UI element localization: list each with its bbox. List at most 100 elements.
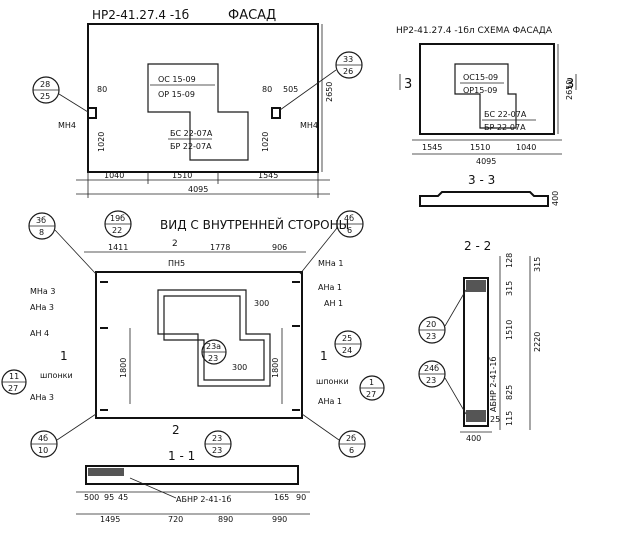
dim-small-1: 500 [84, 493, 99, 502]
scheme-panel-outline [419, 43, 555, 135]
callout-24b-bottom: 23 [426, 376, 436, 385]
callout-28-top: 28 [40, 80, 50, 89]
callout-1-bottom: 27 [366, 390, 376, 399]
dim-1020-right: 1020 [261, 132, 270, 152]
section-1-1-hatch [88, 468, 124, 476]
dim-505: 505 [283, 85, 298, 94]
callout-20-top: 20 [426, 320, 436, 329]
section-3-left: 3 [404, 77, 412, 92]
dim-80-right: 80 [262, 85, 272, 94]
dim-bottom-1: 1495 [100, 515, 120, 524]
dim-bottom-2: 720 [168, 515, 183, 524]
left-label-1: МНа 3 [30, 287, 55, 296]
scheme-mark-oc: ОС15-09 [463, 73, 498, 82]
facade-title: НР2-41.27.4 -1б [92, 8, 189, 22]
scheme-mark-br: БР 22-07А [484, 123, 526, 132]
callout-leader [56, 413, 97, 441]
dim-1800-right: 1800 [271, 358, 280, 378]
interior-dim-top-3: 906 [272, 243, 287, 252]
section-1-1-outline [85, 465, 299, 485]
section-1-1: 1 - 1 23 23 500 95 45 АБНР 2-41-1б 165 9… [76, 430, 310, 524]
facade-label: ФАСАД [228, 8, 276, 23]
right-label-4: шпонки [316, 377, 349, 386]
dim-bottom-1: 1040 [104, 171, 124, 180]
callout-24b-top: 24б [424, 364, 439, 373]
scheme-mark-op: ОР15-09 [463, 86, 497, 95]
section-2-2-top-hatch [466, 280, 486, 292]
right-label-3: АН 1 [324, 299, 343, 308]
left-label-4: шпонки [40, 371, 73, 380]
callout-23-bottom: 23 [212, 446, 222, 455]
facade-panel-outline [87, 23, 319, 173]
interior-opening-inner [163, 295, 265, 381]
dim-22-6: 825 [505, 385, 514, 400]
facade-scheme: НР2-41.27.4 -1бл СХЕМА ФАСАДА ОС15-09 ОР… [396, 26, 577, 207]
dim-bottom-2: 1510 [172, 171, 192, 180]
facade-mark-op: ОР 15-09 [158, 90, 195, 99]
anchor-left-label: МН4 [58, 121, 76, 130]
dim-small-2: 95 [104, 493, 114, 502]
callout-23-top: 23 [212, 434, 222, 443]
dim-80-left: 80 [97, 85, 107, 94]
section-mark-1-right: 1 [320, 349, 328, 363]
anchor-left-marker [87, 107, 97, 119]
scheme-dim-2: 1510 [470, 143, 490, 152]
section-2-2-outline [463, 277, 489, 427]
section-3-3-dim-400: 400 [551, 191, 560, 206]
dim-right-2: 90 [296, 493, 306, 502]
callout-leader [301, 413, 340, 441]
pn5-label: ПН5 [168, 259, 185, 268]
dim-height: 2650 [325, 82, 334, 102]
facade-view: НР2-41.27.4 -1б ФАСАД ОС 15-09 ОР 15-09 … [32, 8, 363, 198]
interior-panel-outline [95, 271, 303, 419]
section-2-2-dim-400: 400 [466, 434, 481, 443]
dim-1020-left: 1020 [97, 132, 106, 152]
section-mark-2: 2 [172, 239, 178, 249]
section-mark-1-left: 1 [60, 349, 68, 363]
callout-leader [299, 227, 338, 275]
abnr-leader [129, 477, 177, 499]
facade-mark-br: БР 22-07А [170, 142, 212, 151]
dim-bottom-4: 990 [272, 515, 287, 524]
dim-right-1: 165 [274, 493, 289, 502]
callout-23a-bottom: 23 [208, 354, 218, 363]
callout-3b-top: 3б [36, 216, 46, 225]
left-label-3: АН 4 [30, 329, 49, 338]
right-label-2: АНа 1 [318, 283, 342, 292]
callout-23a-top: 23а [206, 342, 221, 351]
callout-leader [444, 289, 467, 327]
section-mark-2-bottom: 2 [172, 423, 180, 437]
dim-22-2: 315 [533, 257, 542, 272]
callout-11-bottom: 27 [8, 384, 18, 393]
section-2-2-dim-25: 25 [490, 415, 500, 424]
callout-25-bottom: 24 [342, 346, 352, 355]
dim-1800-left: 1800 [119, 358, 128, 378]
callout-3b-bottom: 8 [39, 228, 44, 237]
section-2-2-abnr: АБНР 2-41-1б [489, 357, 498, 412]
left-label-2: АНа 3 [30, 303, 54, 312]
dim-300-a: 300 [254, 299, 269, 308]
scheme-opening [454, 63, 517, 129]
dim-22-3: 315 [505, 281, 514, 296]
scheme-dim-3: 1040 [516, 143, 536, 152]
interior-title: ВИД С ВНУТРЕННЕЙ СТОРОНЫ [160, 217, 349, 232]
right-label-1: МНа 1 [318, 259, 343, 268]
callout-2b-top: 2б [346, 434, 356, 443]
scheme-title: НР2-41.27.4 -1бл СХЕМА ФАСАДА [396, 26, 553, 36]
scheme-dim-1: 1545 [422, 143, 442, 152]
dim-300-b: 300 [232, 363, 247, 372]
interior-dim-top-2: 1778 [210, 243, 230, 252]
callout-4b2-bottom: 10 [38, 446, 48, 455]
section-3-3-profile [419, 191, 549, 207]
interior-view: ВИД С ВНУТРЕННЕЙ СТОРОНЫ 1411 1778 906 2… [1, 210, 385, 458]
facade-opening [147, 63, 249, 161]
dim-22-7: 115 [505, 411, 514, 426]
callout-28-bottom: 25 [40, 92, 50, 101]
scheme-dim-total-text: 4095 [476, 157, 496, 166]
dim-total: 4095 [188, 185, 208, 194]
callout-leader [54, 229, 97, 275]
dim-bottom-3: 1545 [258, 171, 278, 180]
section-3-right: 3 [566, 77, 574, 92]
section-2-2-label: 2 - 2 [464, 239, 491, 253]
